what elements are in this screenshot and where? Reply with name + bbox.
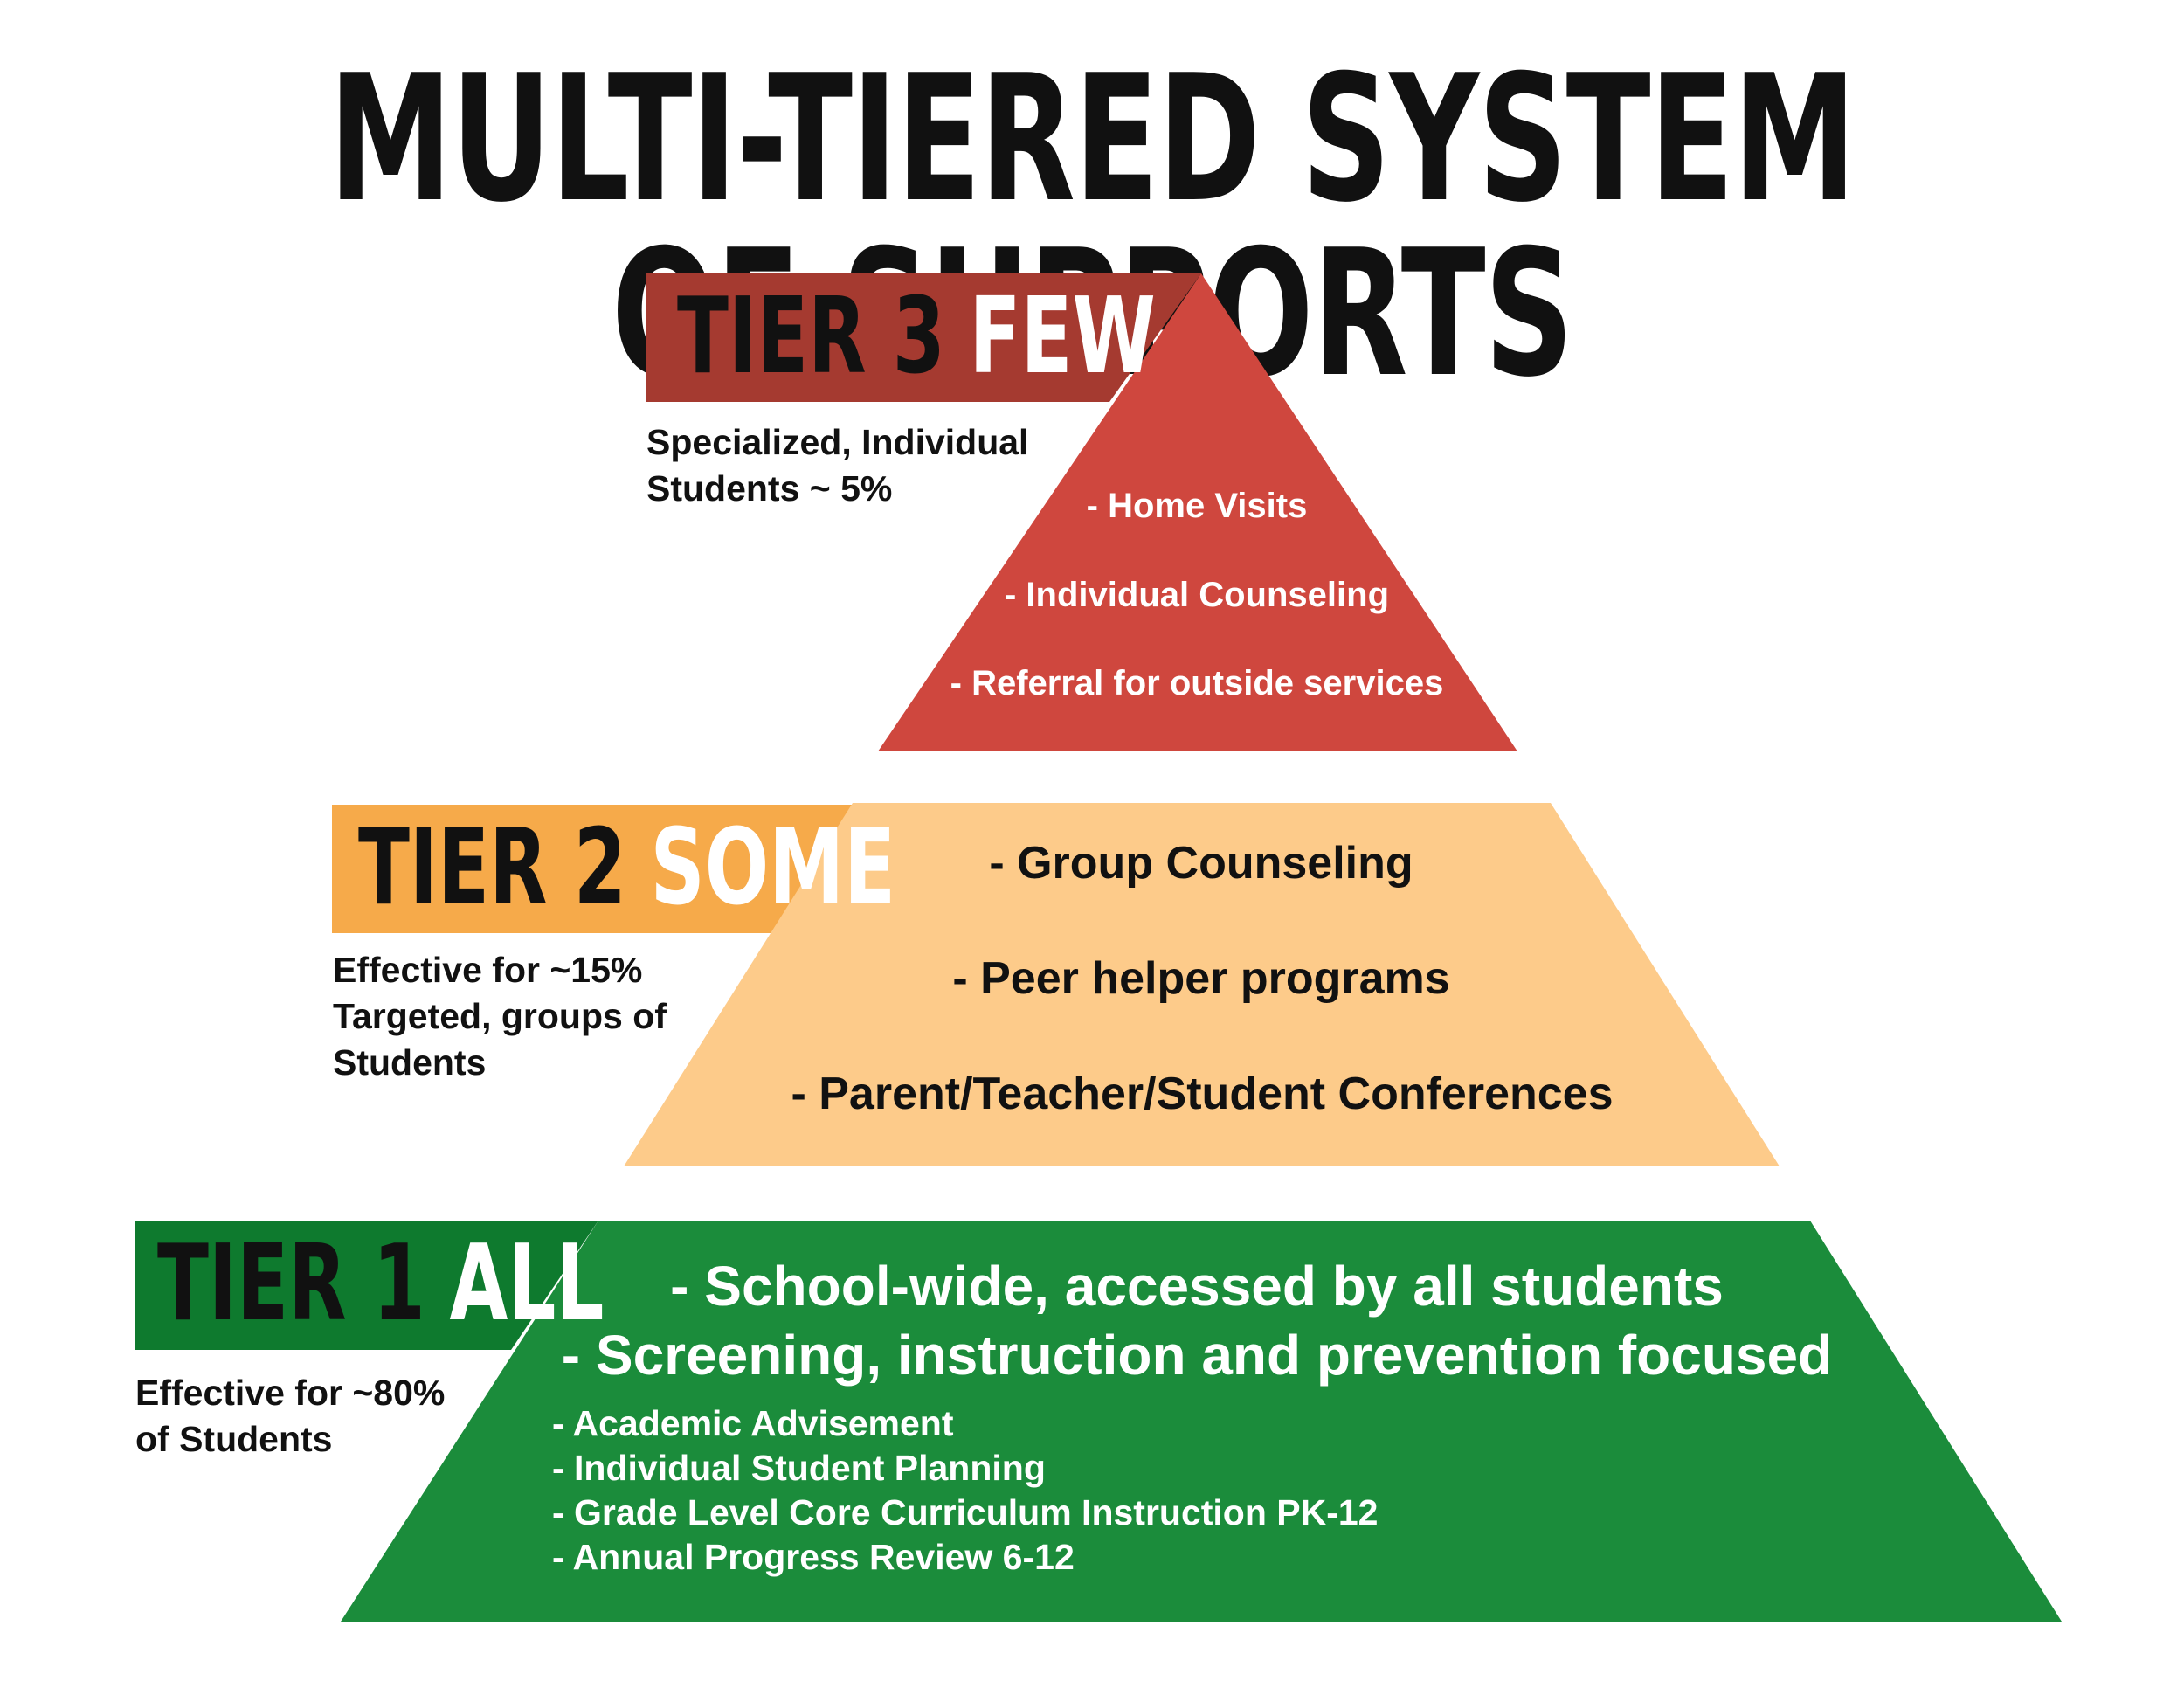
tier2-quantifier: SOME [650, 807, 896, 929]
tier1-item: - Annual Progress Review 6-12 [552, 1537, 1075, 1577]
tier2-description-line: Effective for ~15% [333, 950, 643, 990]
tier1-description: Effective for ~80% of Students [135, 1370, 445, 1463]
tier1-description-line: Effective for ~80% [135, 1373, 446, 1413]
tier2-description-line: Targeted, groups of [333, 996, 667, 1036]
tier2-description-line: Students [333, 1042, 487, 1083]
tier1-label-band [135, 1221, 598, 1350]
tier1-item: - Individual Student Planning [552, 1448, 1046, 1488]
tier2-label-band [332, 805, 853, 933]
tier1-description-line: of Students [135, 1419, 333, 1459]
tier3-description-line: Students ~ 5% [646, 468, 893, 508]
tier1-label: TIER 1 [157, 1223, 425, 1345]
tier2-item: - Group Counseling [989, 838, 1413, 889]
tier3-item: - Home Visits [1086, 487, 1308, 525]
tier3-description: Specialized, Individual Students ~ 5% [646, 419, 1028, 512]
tier3-triangle [878, 273, 1517, 751]
tier1-main-item: - Screening, instruction and prevention … [561, 1324, 1833, 1387]
tier3-label: TIER 3 [677, 276, 945, 398]
tier1-quantifier: ALL [449, 1223, 605, 1345]
tier2-label: TIER 2 [358, 807, 626, 929]
tier2-description: Effective for ~15% Targeted, groups of S… [333, 947, 667, 1086]
tier1-main-item: - School-wide, accessed by all students [670, 1255, 1724, 1318]
tier2-item: - Parent/Teacher/Student Conferences [791, 1069, 1614, 1119]
tier1-item: - Grade Level Core Curriculum Instructio… [552, 1492, 1379, 1532]
tier2-trapezoid [624, 803, 1780, 1166]
tier3-item: - Referral for outside services [950, 664, 1444, 702]
tier1-item: - Academic Advisement [552, 1403, 954, 1443]
tier3-label-band [646, 273, 1201, 402]
tier2-item: - Peer helper programs [952, 953, 1450, 1004]
tier1-trapezoid [341, 1221, 2062, 1622]
tier3-quantifier: FEW [969, 276, 1156, 398]
tier3-item: - Individual Counseling [1005, 576, 1389, 614]
tier3-description-line: Specialized, Individual [646, 422, 1029, 462]
